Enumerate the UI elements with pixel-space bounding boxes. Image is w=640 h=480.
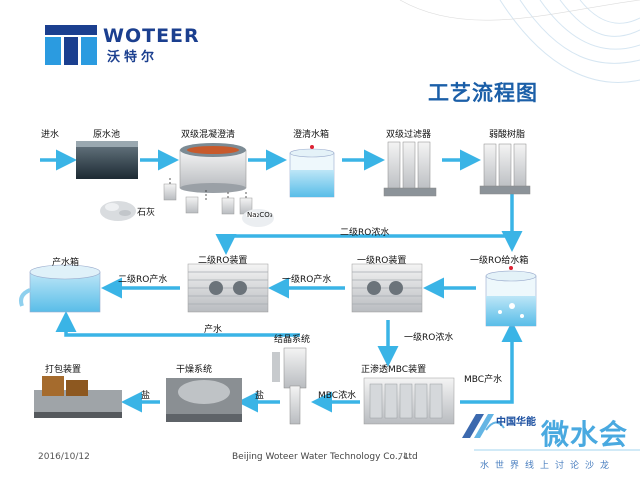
ro2-unit-icon <box>187 263 269 313</box>
packing-icon <box>34 376 122 418</box>
node-clarifier: 双级混凝澄清 <box>181 130 236 140</box>
watermark-brand: 中国华能 <box>496 417 536 428</box>
node-mbc: 正渗透MBC装置 <box>361 365 427 375</box>
edge-mbc-concentrate: MBC浓水 <box>318 391 357 401</box>
logo-mark-icon <box>45 25 97 65</box>
node-na2co3: Na₂CO₃ <box>247 211 273 219</box>
watermark-slogan: 水世界线上讨论沙龙 <box>480 461 616 471</box>
mbc-unit-icon <box>363 377 455 425</box>
raw-pool-icon <box>76 141 138 179</box>
soda-ash-pile-icon <box>242 209 274 227</box>
footer-date: 2016/10/12 <box>38 452 90 462</box>
edge-salt-crystallizer-to-dryer: 盐 <box>255 391 265 401</box>
clear-water-tank-icon <box>289 145 335 198</box>
logo-chinese-text: 沃特尔 <box>107 50 159 65</box>
watermark-logo-icon <box>462 414 505 438</box>
crystallizer-icon <box>272 347 307 425</box>
dosing-tanks-icon <box>163 183 253 215</box>
edge-ro2-concentrate: 二级RO浓水 <box>340 228 390 238</box>
edge-mbc-product: MBC产水 <box>464 375 503 385</box>
lime-pile-icon <box>100 201 136 221</box>
edge-ro1-product: 一级RO产水 <box>282 275 332 285</box>
product-tank-icon <box>19 264 101 313</box>
node-packing: 打包装置 <box>45 365 82 375</box>
ro1-feed-tank-icon <box>485 266 537 327</box>
logo-text: WOTEER <box>103 25 200 47</box>
watermark-title: 微水会 <box>541 418 629 451</box>
arrow-ro2-concentrate <box>215 234 510 255</box>
dryer-icon <box>166 378 242 422</box>
node-dual-filter: 双级过滤器 <box>386 130 432 140</box>
footer-page-number: 74 <box>398 452 409 461</box>
edge-product-water: 产水 <box>204 325 223 335</box>
node-lime: 石灰 <box>137 208 156 218</box>
edge-ro1-concentrate: 一级RO浓水 <box>404 333 454 343</box>
node-clear-tank: 澄清水箱 <box>293 130 330 140</box>
edge-salt-dryer-to-packing: 盐 <box>141 391 151 401</box>
node-dryer: 干燥系统 <box>176 365 213 375</box>
edge-ro2-product: 二级RO产水 <box>118 275 168 285</box>
node-ro1: 一级RO装置 <box>357 256 407 266</box>
node-inlet: 进水 <box>41 130 60 140</box>
node-ro1-feed-tank: 一级RO给水箱 <box>470 256 529 266</box>
clarifier-icon <box>179 143 247 193</box>
node-product-tank: 产水箱 <box>52 258 80 268</box>
node-crystallizer: 结晶系统 <box>274 335 311 345</box>
dual-filter-icon <box>383 141 437 197</box>
ro1-unit-icon <box>351 263 423 313</box>
arrow-product-water <box>55 311 300 337</box>
weak-acid-resin-icon <box>479 143 531 195</box>
node-raw-pool: 原水池 <box>93 130 121 140</box>
slide-title: 工艺流程图 <box>428 81 538 105</box>
arrow-mbc-product <box>460 321 523 404</box>
node-weak-acid-resin: 弱酸树脂 <box>489 130 526 140</box>
footer-company: Beijing Woteer Water Technology Co., Ltd <box>232 452 418 462</box>
node-ro2: 二级RO装置 <box>198 256 248 266</box>
